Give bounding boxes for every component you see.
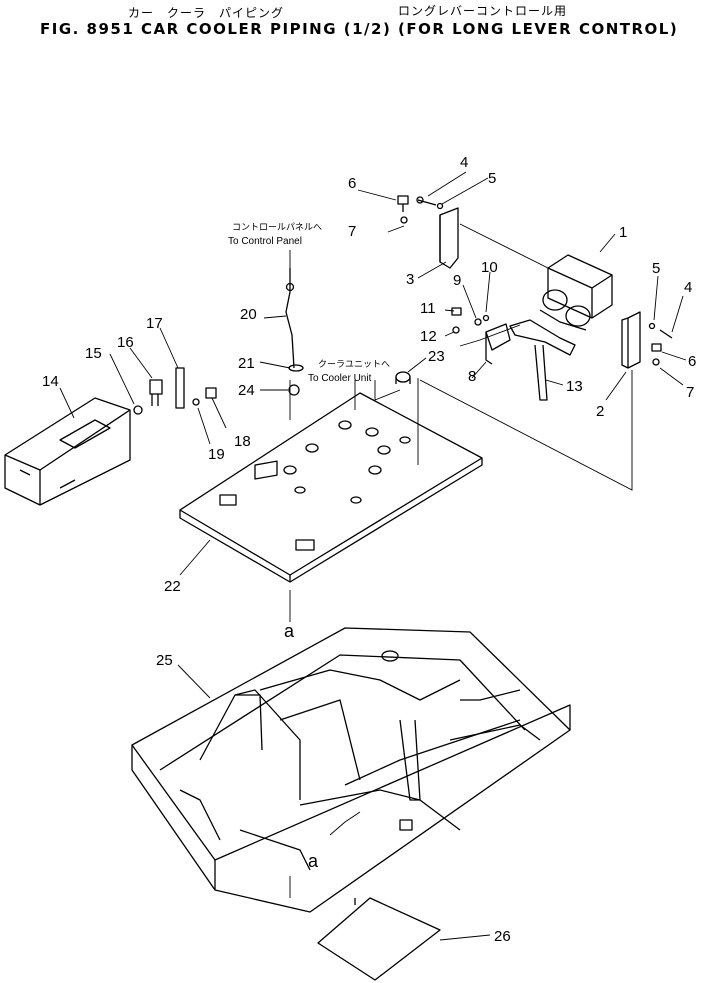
- grommet-15: [133, 405, 143, 415]
- mount-bracket-14: [4, 397, 131, 506]
- grommet-24: [288, 384, 300, 396]
- callout-20: 20: [240, 306, 257, 323]
- washer-7: [400, 216, 408, 224]
- duct-13: [509, 319, 576, 401]
- cooler-unit-1: [539, 254, 613, 331]
- callout-4: 4: [460, 154, 468, 171]
- bracket-lower-8: [485, 323, 511, 365]
- callout-7-right: 7: [686, 384, 694, 401]
- bolt-4-right: [659, 329, 673, 339]
- washer-9: [474, 318, 482, 326]
- callout-11: 11: [420, 300, 436, 317]
- callout-16: 16: [117, 334, 134, 351]
- washer-5-right: [648, 322, 656, 330]
- cover-plate-26: [317, 897, 441, 981]
- to-cooler-unit-jp: クーラユニットへ: [318, 359, 390, 369]
- callout-15: 15: [85, 345, 102, 362]
- callout-22: 22: [164, 578, 181, 595]
- to-cooler-unit-en: To Cooler Unit: [308, 373, 372, 384]
- callout-3: 3: [406, 271, 414, 288]
- callout-9: 9: [453, 272, 461, 289]
- callout-6-right: 6: [688, 353, 696, 370]
- plate-17: [175, 367, 185, 409]
- callout-12: 12: [420, 328, 437, 345]
- callout-18: 18: [234, 433, 251, 450]
- to-control-panel-jp: コントロールパネルへ: [232, 222, 322, 232]
- bracket-left-3: [439, 207, 459, 269]
- wire-20: [285, 268, 295, 369]
- connector-18: [205, 387, 217, 399]
- callout-14: 14: [42, 373, 59, 390]
- figure-title: FIG. 8951 CAR COOLER PIPING (1/2) (FOR L…: [40, 20, 679, 38]
- washer-10: [482, 314, 490, 322]
- ref-mark-a-top: a: [284, 621, 295, 641]
- washer-12: [452, 326, 460, 334]
- japanese-title: カー クーラ パイピング: [128, 6, 285, 20]
- floor-plate-22: [179, 392, 483, 583]
- callout-23: 23: [428, 348, 445, 365]
- callout-4-right: 4: [684, 279, 692, 296]
- bolt-4: [416, 196, 437, 206]
- washer-5: [436, 202, 444, 210]
- to-control-panel-en: To Control Panel: [228, 236, 302, 247]
- callout-8: 8: [468, 368, 476, 385]
- bolt-6-right: [651, 343, 662, 352]
- callout-26: 26: [494, 928, 511, 945]
- callout-19: 19: [208, 446, 225, 463]
- leader-lines: [59, 171, 687, 941]
- clip-21: [288, 364, 304, 372]
- cab-frame-25: [131, 627, 571, 913]
- japanese-note: ロングレバーコントロール用: [398, 4, 568, 18]
- switch-16: [149, 379, 163, 406]
- bracket-right-2: [621, 311, 641, 369]
- washer-7-right: [652, 358, 660, 366]
- ref-mark-a-bottom: a: [308, 851, 319, 871]
- grommet-23: [395, 371, 411, 384]
- callout-13: 13: [566, 378, 583, 395]
- callout-6: 6: [348, 175, 356, 192]
- callout-2: 2: [596, 403, 604, 420]
- callout-25: 25: [156, 652, 173, 669]
- callout-17: 17: [146, 315, 163, 332]
- callout-1: 1: [619, 224, 627, 241]
- bolt-11: [451, 307, 462, 316]
- washer-19: [192, 398, 200, 406]
- callout-24: 24: [238, 382, 255, 399]
- callout-10: 10: [481, 259, 498, 276]
- callout-5: 5: [488, 170, 496, 187]
- bolt-6: [397, 195, 409, 212]
- callout-7: 7: [348, 223, 356, 240]
- callout-21: 21: [238, 355, 255, 372]
- callout-5-right: 5: [652, 260, 660, 277]
